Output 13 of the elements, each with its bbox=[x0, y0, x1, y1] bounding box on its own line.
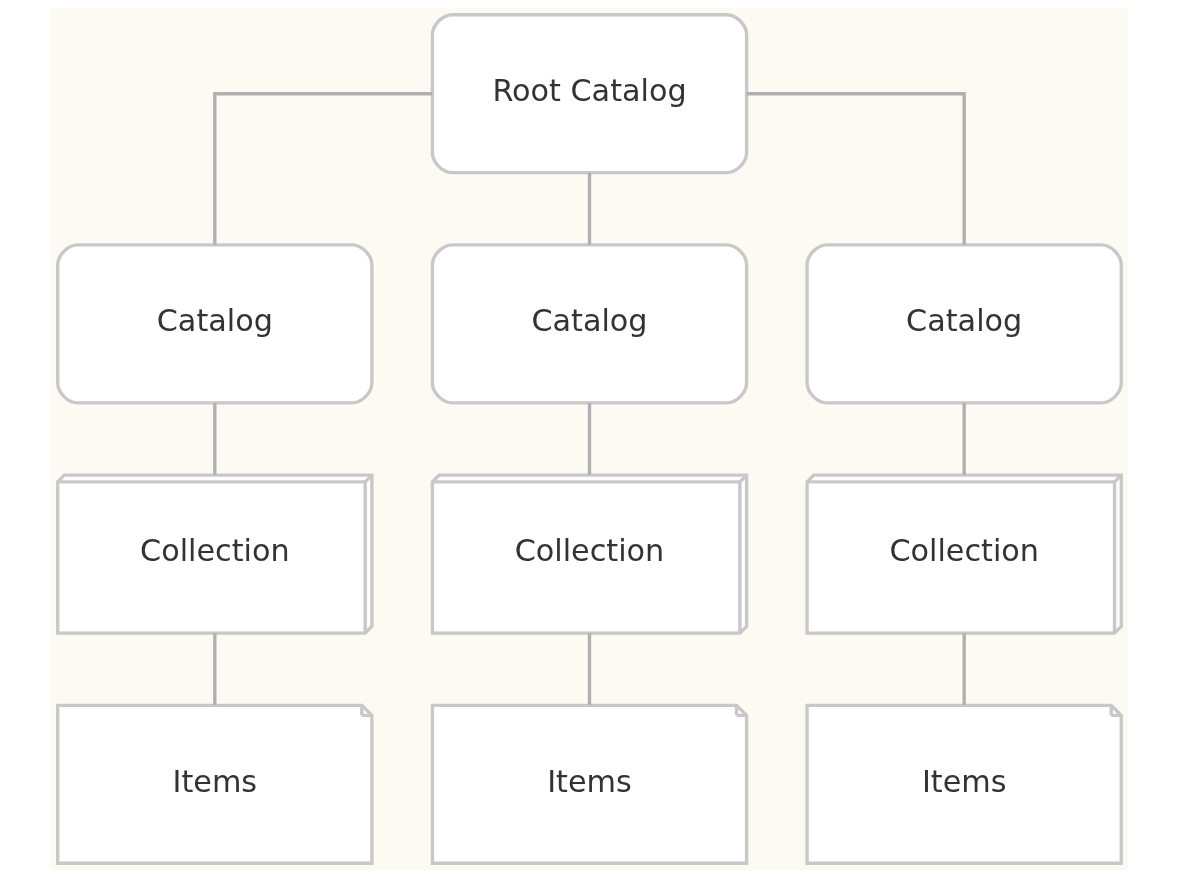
connector bbox=[746, 92, 966, 245]
node-box: Catalog bbox=[55, 243, 374, 405]
connector bbox=[962, 403, 966, 475]
connector bbox=[587, 403, 591, 475]
node-box: Root Catalog bbox=[430, 13, 748, 175]
node-box: Catalog bbox=[430, 243, 748, 405]
connector bbox=[587, 633, 591, 705]
connector bbox=[212, 403, 216, 475]
connector bbox=[212, 633, 216, 705]
connector bbox=[212, 92, 432, 245]
node-box: Catalog bbox=[804, 243, 1123, 405]
connector bbox=[587, 172, 591, 245]
connector bbox=[962, 633, 966, 705]
